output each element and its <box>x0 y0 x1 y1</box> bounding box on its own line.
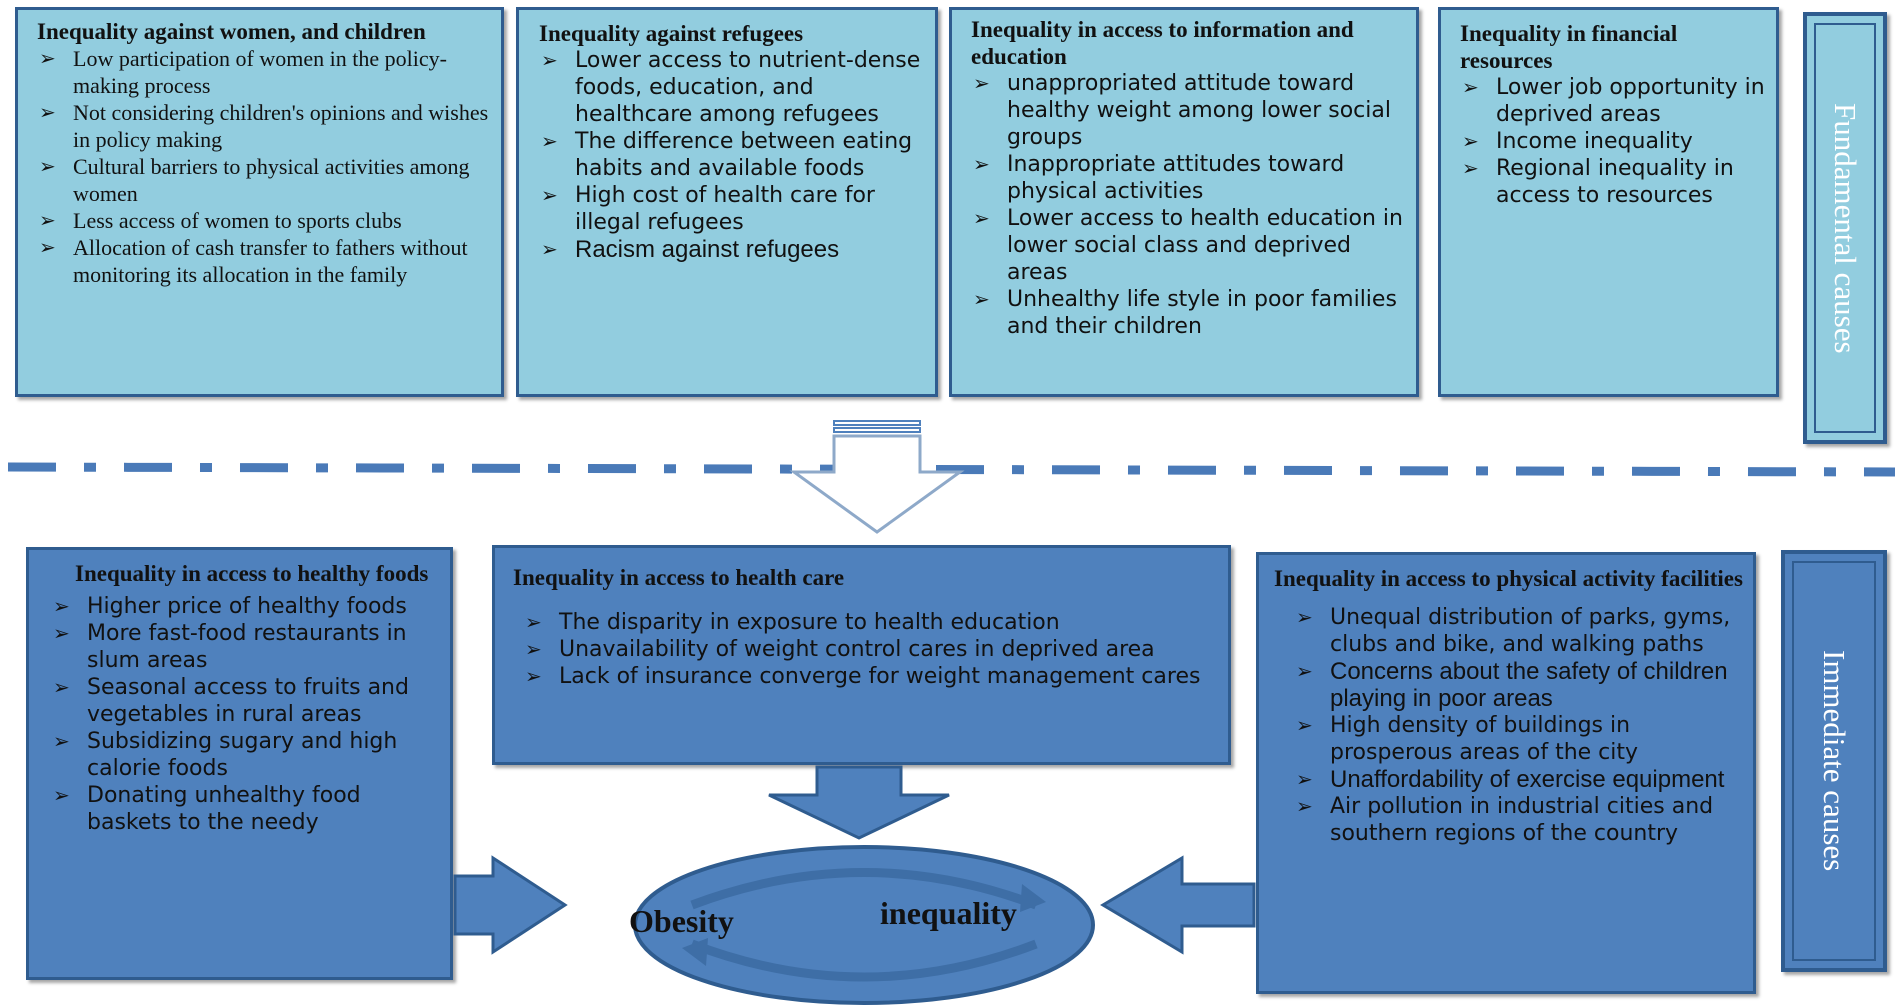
list-item: Regional inequality in access to resourc… <box>1460 155 1766 209</box>
list-item: Unaffordability of exercise equipment <box>1294 766 1743 793</box>
list-item: Low participation of women in the policy… <box>37 45 489 99</box>
box-healthy-foods: Inequality in access to healthy foods Hi… <box>26 547 453 980</box>
divider-line <box>7 462 1896 477</box>
fundamental-causes-label: Fundamental causes <box>1803 12 1887 444</box>
list-item: Lack of insurance converge for weight ma… <box>523 663 1218 690</box>
box-refugees: Inequality against refugees Lower access… <box>516 7 938 397</box>
cycle-arrow-top <box>690 868 1038 910</box>
list-item: Concerns about the safety of children pl… <box>1294 658 1743 712</box>
list-item: Seasonal access to fruits and vegetables… <box>51 674 440 728</box>
box-health-care: Inequality in access to health care The … <box>492 545 1231 765</box>
box-title: Inequality in access to physical activit… <box>1274 566 1743 591</box>
center-word-inequality: inequality <box>880 895 1017 931</box>
list-item: Donating unhealthy food baskets to the n… <box>51 782 440 836</box>
list-item: Lower job opportunity in deprived areas <box>1460 74 1766 128</box>
list-item: unappropriated attitude toward healthy w… <box>971 70 1408 151</box>
arrow-foods-right <box>453 855 568 955</box>
down-arrow-hollow <box>789 420 965 534</box>
label-frame: Immediate causes <box>1792 561 1876 961</box>
cycle-arrow-bottom <box>690 939 1038 982</box>
box-physical-activity: Inequality in access to physical activit… <box>1256 552 1756 994</box>
label-text: Fundamental causes <box>1828 102 1863 354</box>
list-item: Racism against refugees <box>539 236 925 263</box>
list-item: Allocation of cash transfer to fathers w… <box>37 234 489 288</box>
box-title: Inequality in financial resources <box>1460 21 1678 73</box>
arrow-physical-left <box>1100 855 1256 955</box>
list-item: High density of buildings in prosperous … <box>1294 712 1743 766</box>
list-item: Cultural barriers to physical activities… <box>37 153 489 207</box>
label-text: Immediate causes <box>1817 650 1852 872</box>
box-title: Inequality against women, and children <box>37 19 426 44</box>
box-title: Inequality in access to healthy foods <box>75 561 429 586</box>
box-financial-resources: Inequality in financial resources Lower … <box>1438 7 1779 397</box>
center-word-obesity: Obesity <box>629 903 734 939</box>
item-list: Low participation of women in the policy… <box>37 45 489 288</box>
arrow-healthcare-down <box>768 765 950 840</box>
list-item: Lower access to nutrient-dense foods, ed… <box>539 47 925 128</box>
list-item: Not considering children's opinions and … <box>37 99 489 153</box>
item-list: The disparity in exposure to health educ… <box>513 609 1218 690</box>
list-item: Lower access to health education in lowe… <box>971 205 1408 286</box>
list-item: Unequal distribution of parks, gyms, clu… <box>1294 604 1743 658</box>
list-item: Unavailability of weight control cares i… <box>523 636 1218 663</box>
list-item: Less access of women to sports clubs <box>37 207 489 234</box>
label-frame: Fundamental causes <box>1814 23 1876 433</box>
item-list: unappropriated attitude toward healthy w… <box>971 70 1408 340</box>
list-item: Income inequality <box>1460 128 1766 155</box>
item-list: Lower job opportunity in deprived areasI… <box>1460 74 1766 209</box>
immediate-causes-label: Immediate causes <box>1781 550 1887 972</box>
item-list: Higher price of healthy foodsMore fast-f… <box>51 593 440 836</box>
list-item: More fast-food restaurants in slum areas <box>51 620 440 674</box>
list-item: Subsidizing sugary and high calorie food… <box>51 728 440 782</box>
box-information-education: Inequality in access to information and … <box>949 7 1419 397</box>
box-women-children: Inequality against women, and children L… <box>15 7 504 397</box>
item-list: Lower access to nutrient-dense foods, ed… <box>539 47 925 263</box>
list-item: The difference between eating habits and… <box>539 128 925 182</box>
list-item: Air pollution in industrial cities and s… <box>1294 793 1743 847</box>
item-list: Unequal distribution of parks, gyms, clu… <box>1274 604 1743 847</box>
box-title: Inequality against refugees <box>539 21 804 46</box>
list-item: High cost of health care for illegal ref… <box>539 182 925 236</box>
list-item: Inappropriate attitudes toward physical … <box>971 151 1408 205</box>
list-item: The disparity in exposure to health educ… <box>523 609 1218 636</box>
list-item: Unhealthy life style in poor families an… <box>971 286 1408 340</box>
box-title: Inequality in access to information and … <box>971 17 1354 69</box>
box-title: Inequality in access to health care <box>513 565 845 590</box>
list-item: Higher price of healthy foods <box>51 593 440 620</box>
